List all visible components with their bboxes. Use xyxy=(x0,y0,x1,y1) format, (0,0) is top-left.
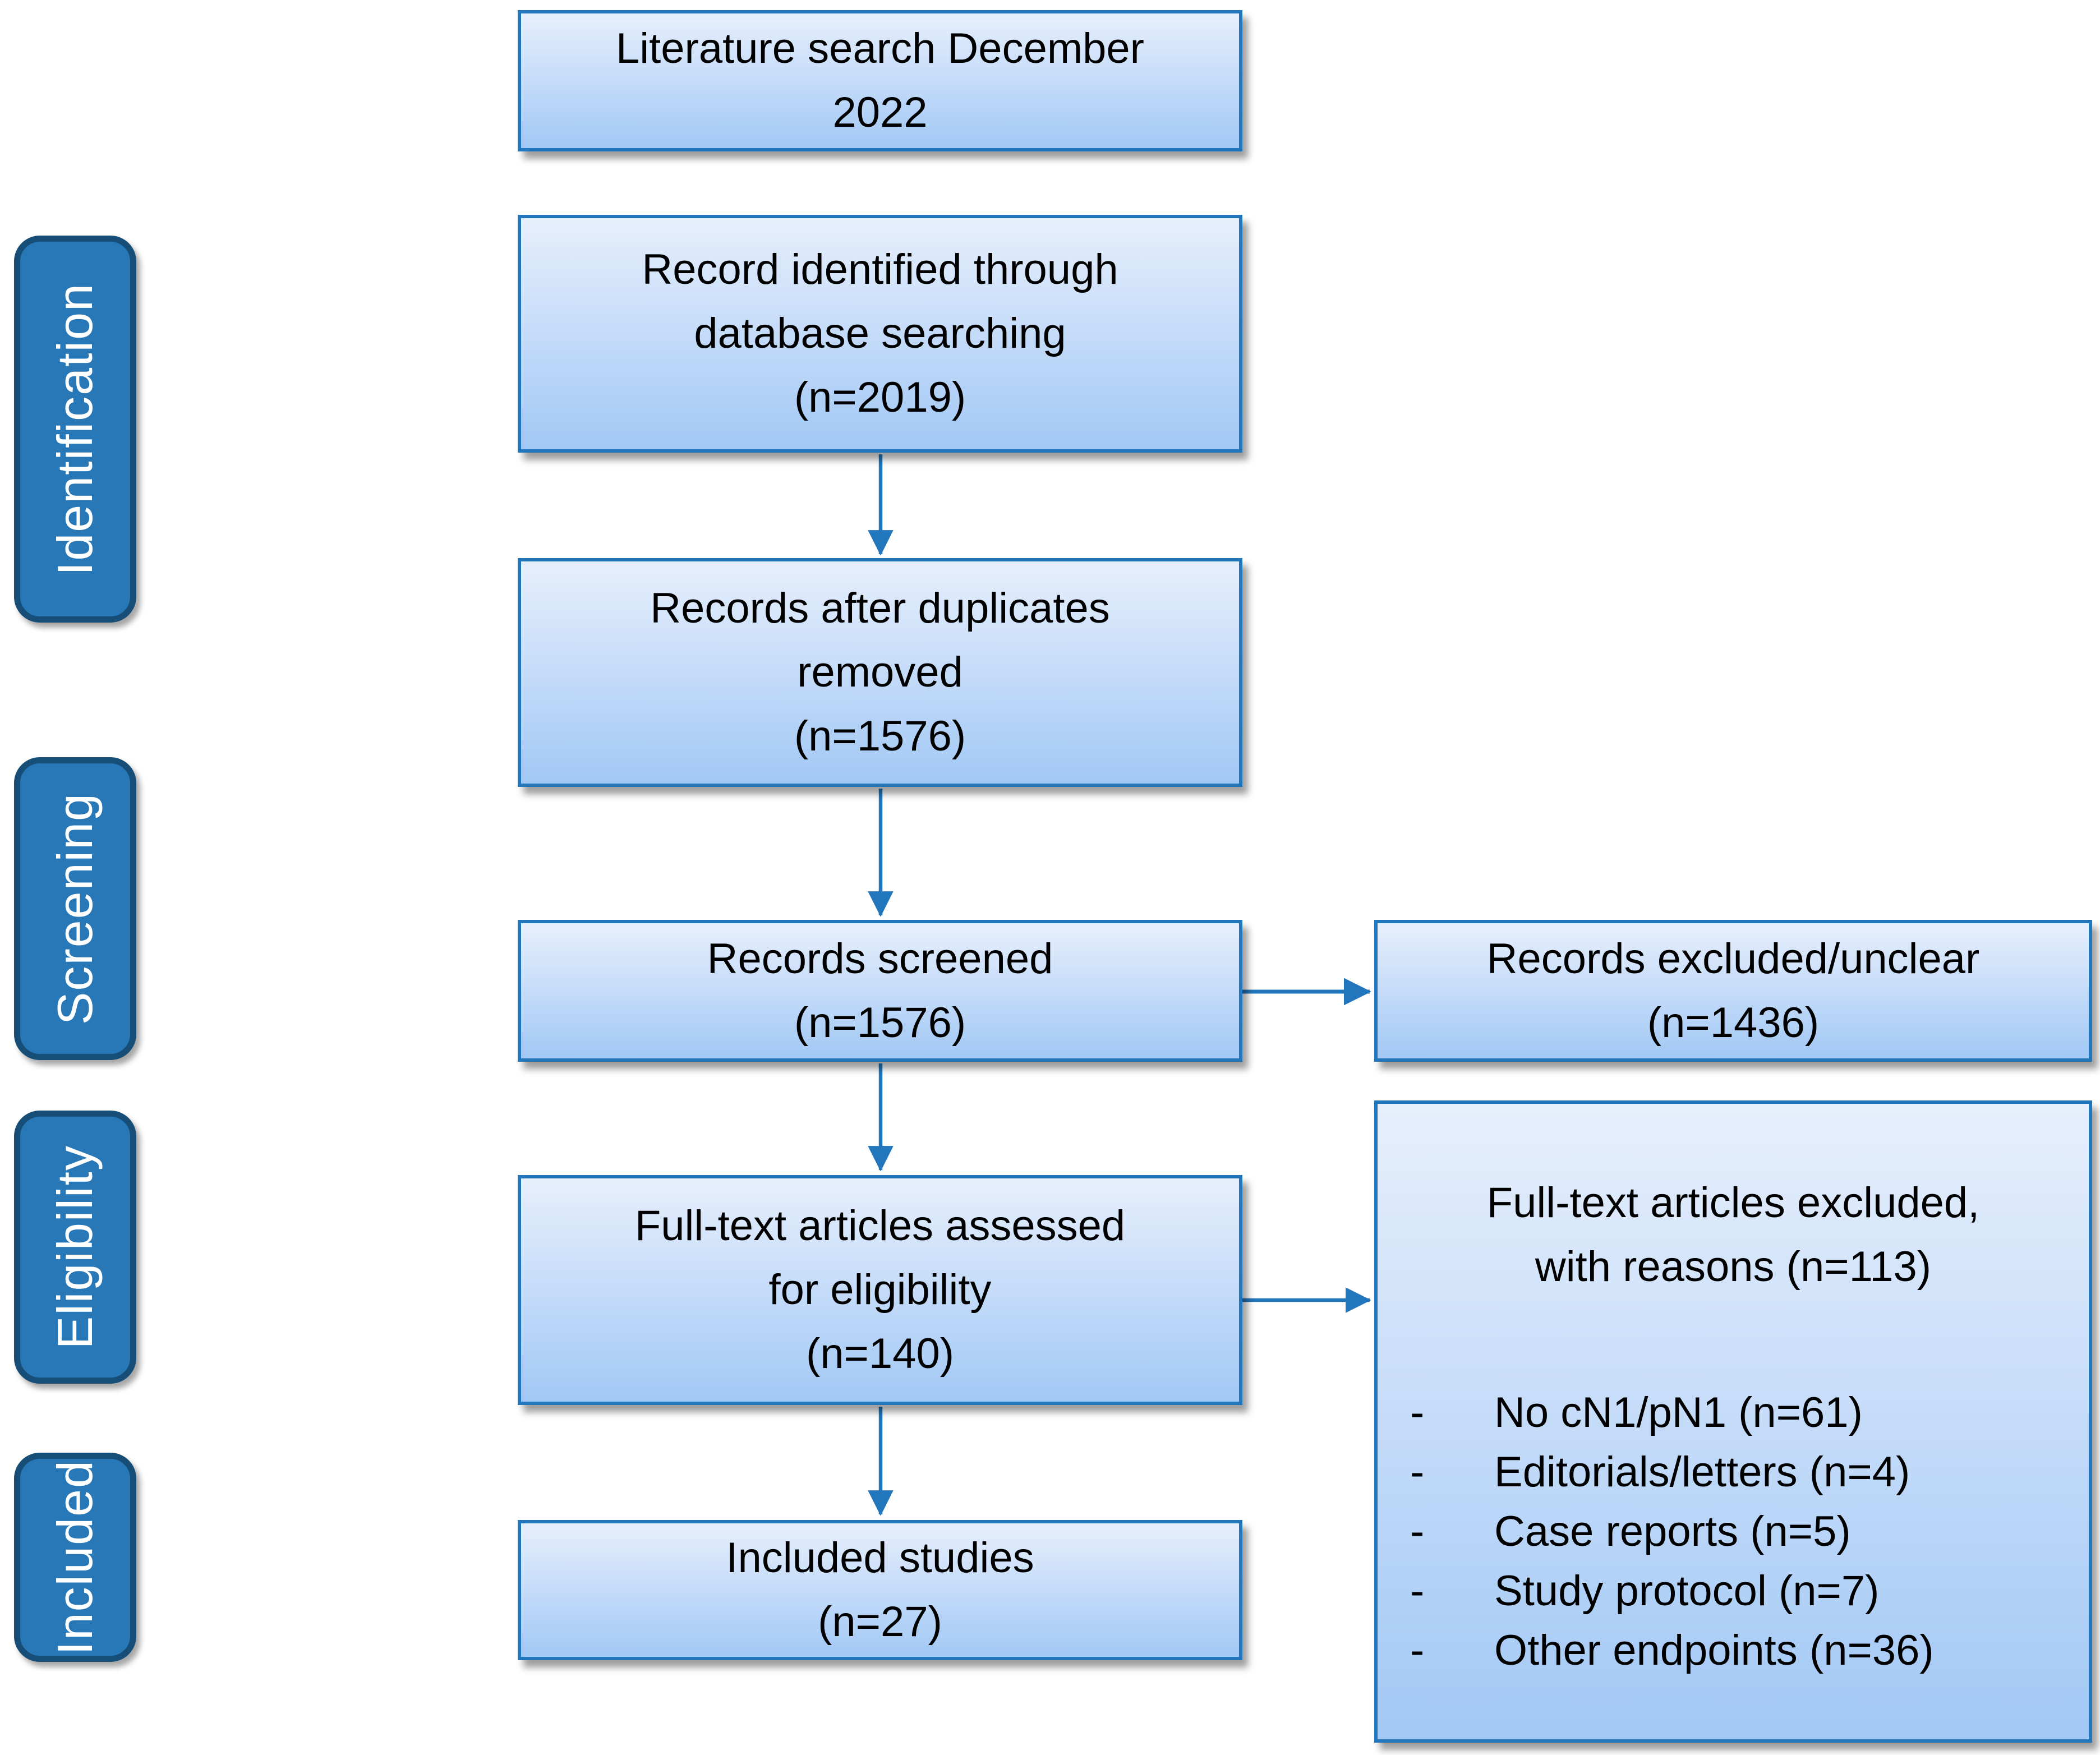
box-records-excluded-line1: Records excluded/unclear xyxy=(1486,934,1980,983)
bullet-dash: - xyxy=(1410,1448,1425,1496)
box-literature-search-line1: Literature search December xyxy=(616,25,1144,72)
box-records-excluded: Records excluded/unclear (n=1436) xyxy=(1374,920,2092,1062)
box-fulltext-excluded-title1: Full-text articles excluded, xyxy=(1486,1179,1980,1227)
stage-label-screening: Screening xyxy=(14,757,136,1060)
exclusion-reason-text: Case reports (n=5) xyxy=(1494,1508,1851,1555)
exclusion-reason-text: Editorials/letters (n=4) xyxy=(1494,1448,1910,1496)
bullet-dash: - xyxy=(1410,1508,1425,1555)
exclusion-reason-text: No cN1/pN1 (n=61) xyxy=(1494,1389,1863,1436)
exclusion-reason-row: - Study protocol (n=7) xyxy=(1410,1561,2089,1621)
box-included-studies-count: (n=27) xyxy=(818,1598,942,1646)
box-records-identified-line2: database searching xyxy=(694,310,1066,357)
stage-label-identification-text: Identification xyxy=(47,282,103,576)
box-fulltext-excluded: Full-text articles excluded, with reason… xyxy=(1374,1100,2092,1743)
box-records-screened: Records screened (n=1576) xyxy=(518,920,1242,1062)
stage-label-included-text: Included xyxy=(47,1459,103,1655)
exclusion-reason-row: - Case reports (n=5) xyxy=(1410,1502,2089,1561)
box-fulltext-excluded-title2: with reasons (n=113) xyxy=(1535,1243,1932,1291)
box-records-identified: Record identified through database searc… xyxy=(518,215,1242,453)
box-duplicates-removed-line1: Records after duplicates xyxy=(650,584,1110,632)
box-records-excluded-count: (n=1436) xyxy=(1647,998,1820,1047)
box-records-screened-count: (n=1576) xyxy=(794,998,966,1047)
stage-label-eligibility: Eligibility xyxy=(14,1111,136,1384)
box-literature-search: Literature search December 2022 xyxy=(518,10,1242,151)
box-fulltext-assessed-line2: for eligibility xyxy=(768,1266,992,1314)
bullet-dash: - xyxy=(1410,1627,1425,1674)
exclusion-reason-row: - Editorials/letters (n=4) xyxy=(1410,1443,2089,1502)
box-duplicates-removed: Records after duplicates removed (n=1576… xyxy=(518,558,1242,787)
stage-label-included: Included xyxy=(14,1453,136,1662)
box-records-identified-count: (n=2019) xyxy=(794,374,966,421)
bullet-dash: - xyxy=(1410,1567,1425,1615)
box-included-studies-line1: Included studies xyxy=(726,1534,1034,1582)
exclusion-reason-row: - Other endpoints (n=36) xyxy=(1410,1621,2089,1680)
exclusion-reason-list: - No cN1/pN1 (n=61) - Editorials/letters… xyxy=(1378,1383,2089,1680)
exclusion-reason-text: Study protocol (n=7) xyxy=(1494,1567,1880,1615)
box-duplicates-removed-line2: removed xyxy=(797,648,963,696)
stage-label-identification: Identification xyxy=(14,236,136,623)
exclusion-reason-row: - No cN1/pN1 (n=61) xyxy=(1410,1383,2089,1443)
box-fulltext-assessed-count: (n=140) xyxy=(805,1330,955,1378)
exclusion-reason-text: Other endpoints (n=36) xyxy=(1494,1627,1934,1674)
stage-label-eligibility-text: Eligibility xyxy=(47,1145,103,1349)
box-records-identified-line1: Record identified through xyxy=(642,246,1118,293)
box-included-studies: Included studies (n=27) xyxy=(518,1520,1242,1660)
box-fulltext-assessed: Full-text articles assessed for eligibil… xyxy=(518,1175,1242,1405)
box-literature-search-line2: 2022 xyxy=(832,89,928,136)
box-records-screened-line1: Records screened xyxy=(707,934,1053,983)
box-duplicates-removed-count: (n=1576) xyxy=(794,712,966,760)
box-fulltext-assessed-line1: Full-text articles assessed xyxy=(634,1202,1126,1250)
stage-label-screening-text: Screening xyxy=(47,792,103,1025)
bullet-dash: - xyxy=(1410,1389,1425,1436)
